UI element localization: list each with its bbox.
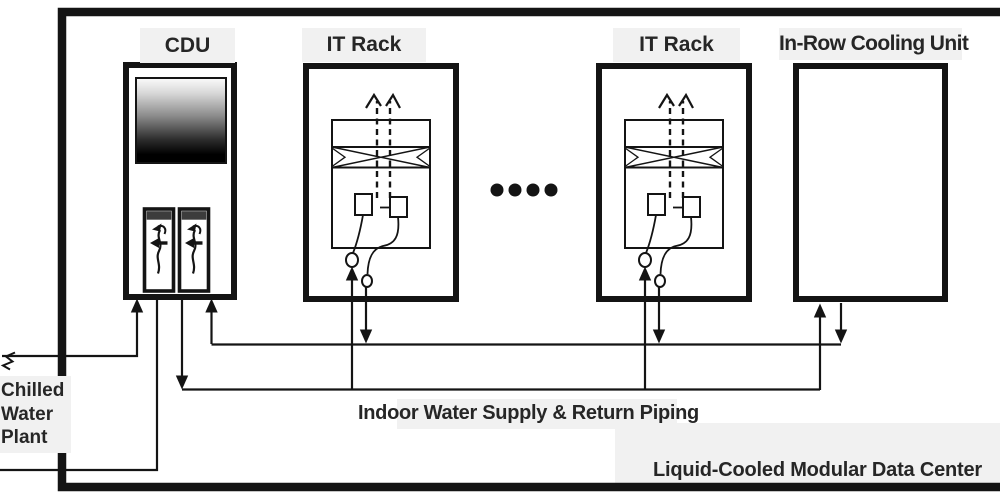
arrow-cdu-return-in (205, 298, 218, 313)
it-rack-1-label: IT Rack (302, 28, 426, 62)
chilled-water-pipes (0, 297, 159, 472)
pipe-break-squiggle-icon (0, 351, 16, 371)
cdu-display-screen (135, 77, 227, 164)
bottom-title-background (615, 423, 1000, 485)
ellipsis-dots-icon (490, 183, 558, 197)
it-rack-2 (596, 63, 752, 392)
in-row-cooling-unit-label: In-Row Cooling Unit (779, 28, 969, 60)
pump-module-icon (177, 207, 211, 293)
pump-module-icon (142, 207, 176, 293)
it-rack-1 (303, 63, 459, 392)
arrow-cdu-supply-out (175, 375, 189, 390)
indoor-water-mains (180, 297, 841, 391)
it-rack-2-label: IT Rack (613, 28, 740, 62)
enclosure-border (57, 7, 1000, 492)
arrow-into-cdu-supply (130, 298, 144, 313)
indoor-piping-label: Indoor Water Supply & Return Piping (358, 402, 699, 424)
cdu-unit (123, 62, 237, 300)
chilled-water-plant-label: Chilled Water Plant (0, 376, 71, 453)
cdu-label: CDU (140, 28, 235, 63)
in-row-cooling-unit (793, 63, 948, 390)
diagram-title: Liquid-Cooled Modular Data Center (653, 459, 982, 481)
